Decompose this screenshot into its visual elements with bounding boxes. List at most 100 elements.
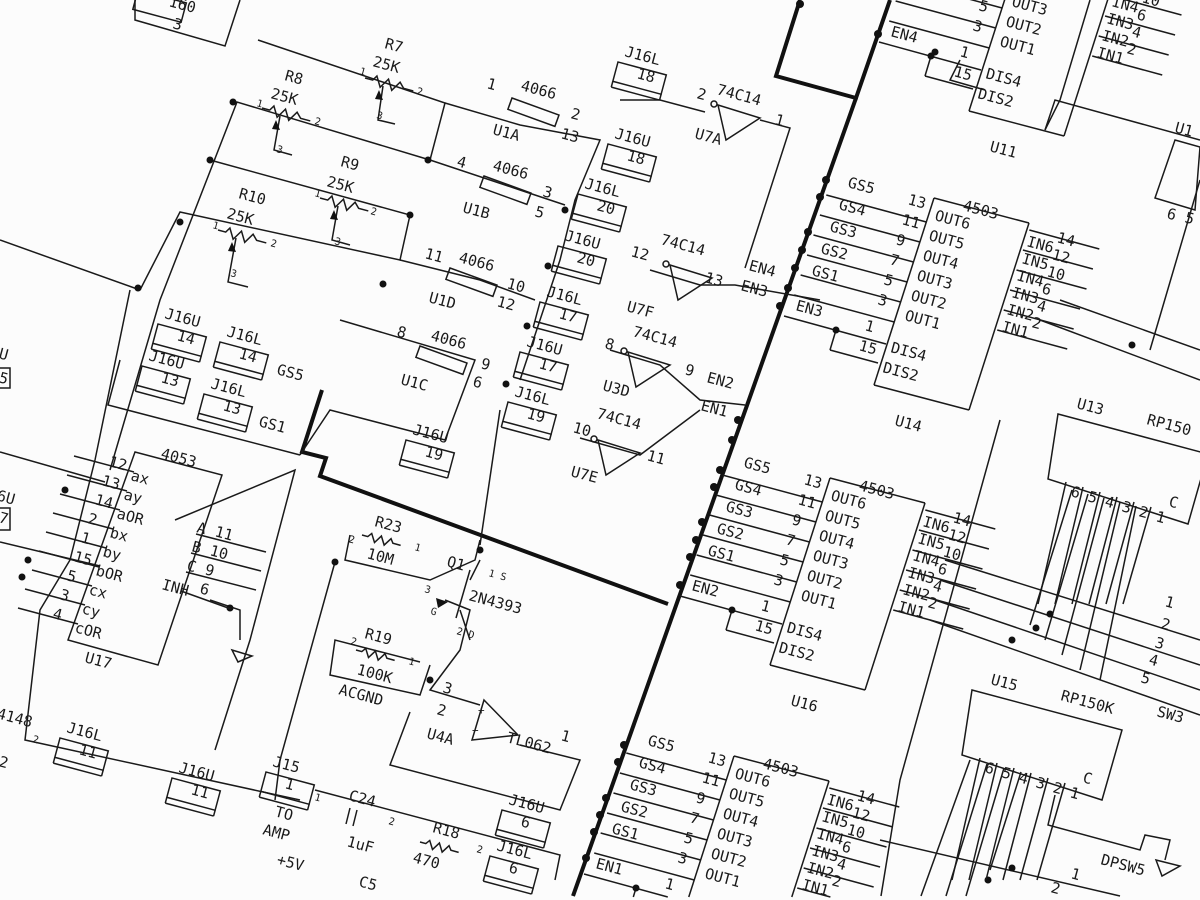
buffer-out-pin: 13	[706, 748, 728, 770]
resistor-pack-part: RP150	[1145, 410, 1193, 439]
u1a-part: 4066	[519, 76, 559, 103]
u7a-part: 74C14	[715, 80, 763, 109]
potentiometer-r10: R10 25K 1 2 3	[211, 184, 278, 288]
buffer-out-pin: 5	[682, 828, 695, 848]
u17-pin-number: 12	[107, 452, 129, 474]
connector-pin: 19	[423, 442, 445, 464]
left-partial: 6U	[0, 486, 17, 508]
sw3-line: 1	[1163, 592, 1176, 612]
net-en1: EN1	[699, 396, 730, 420]
r8-pin-1: 1	[255, 98, 264, 110]
jfet-q1: R23 10M 2 1 Q1 2N4393 1 S 3 G 2 D R19 10…	[347, 512, 524, 687]
u1c-ref: U1C	[399, 370, 430, 394]
r8-pin-2: 2	[313, 116, 322, 128]
r23-pin: 2	[347, 534, 356, 546]
buffer-out-pin: 11	[700, 768, 722, 790]
buffer-dis-pin: 15	[952, 62, 974, 84]
buffer-in-pin: 2	[830, 871, 843, 891]
r23-pin: 1	[413, 542, 422, 554]
buffer-in-pin: 6	[1135, 5, 1148, 25]
connector-pin: 14	[175, 326, 197, 348]
r10-ref: R10	[237, 184, 268, 208]
connector-pin: 20	[595, 196, 617, 218]
u7e-pin: 11	[645, 446, 667, 468]
c24-ref: C24	[347, 786, 378, 810]
buffer-out-pin: 5	[778, 550, 791, 570]
sw3-line: 2	[1159, 614, 1172, 634]
plus-icon: +	[478, 704, 485, 717]
u3d-ref: U3D	[601, 376, 632, 400]
u7e-part: 74C14	[595, 404, 643, 433]
connector-pin: 13	[221, 396, 243, 418]
left-partials: U 5 6U 7 4148 2 2	[0, 344, 40, 772]
buffer-dis-pin: 15	[753, 616, 775, 638]
u1b-ref: U1B	[461, 198, 492, 222]
buffer-enable-net: EN3	[794, 296, 825, 320]
u7f-pin: 13	[703, 268, 725, 290]
inverter-u7a: 2 74C14 1 U7A	[693, 80, 786, 148]
resistor-pack-pin: 1	[1154, 507, 1167, 527]
u1a-pin: 2	[569, 104, 582, 124]
buffer-in-pin: 6	[840, 837, 853, 857]
connector-pin: 11	[77, 740, 99, 762]
buffer-net-label: GS5	[742, 453, 773, 477]
buffer-out-pin: 11	[796, 490, 818, 512]
u3d-pin: 9	[683, 360, 696, 380]
u7a-ref: U7A	[693, 124, 724, 148]
buffer-in-pin: 12	[1050, 245, 1072, 267]
u17-pin-name: by	[101, 542, 123, 564]
buffer-in-pin: 12	[850, 803, 872, 825]
resistor-pack-pin: 5	[1086, 487, 1099, 507]
u17-pin-name: cy	[80, 599, 102, 621]
left-partial: U	[0, 344, 10, 364]
buffer-in-pin: 10	[1140, 0, 1162, 11]
r8-ref: R8	[283, 66, 305, 88]
buffer-in-pin: 2	[1125, 39, 1138, 59]
dpsw5-line: 2	[1049, 878, 1062, 898]
buffer-in-pin: 2	[1030, 313, 1043, 333]
buffer-dis-pin: 1	[663, 874, 676, 894]
buffer-out-pin: 5	[882, 270, 895, 290]
u17-pin-number: 13	[100, 471, 122, 493]
u17-pin-number: 6	[198, 579, 211, 599]
u17-pin-number: 4	[51, 604, 64, 624]
r9-ref: R9	[339, 152, 361, 174]
buffer-net-label: GS5	[846, 173, 877, 197]
mux-u17: 4053 U17 12ax13ay14aOR2bx1by15bOR5cx3cy4…	[17, 444, 267, 673]
r19-pin: 1	[407, 656, 416, 668]
connector-pin: 17	[537, 354, 559, 376]
sw3-line: 3	[1153, 633, 1166, 653]
gate-arrow-icon	[436, 598, 448, 608]
resistor-pack-pin: 2	[1137, 502, 1150, 522]
data-bus	[299, 0, 892, 897]
resistor-pack-ref: U15	[989, 670, 1020, 694]
buffer-dis-pin: 1	[958, 42, 971, 62]
net-labels: GS5 GS1 EN4 EN3 EN2 EN1 ACGND TO AMP +5V	[257, 256, 778, 874]
schmitt-inverter-icon	[668, 263, 714, 302]
net-en2: EN2	[705, 368, 736, 392]
u4a-pin: 1	[559, 726, 572, 746]
u1d-pin: 10	[505, 274, 527, 296]
u7a-pin: 1	[773, 110, 786, 130]
buffer-in-pin: 6	[936, 559, 949, 579]
u7a-pin: 2	[695, 84, 708, 104]
buffer-out-pin: 3	[676, 848, 689, 868]
buffer-out-pin: 3	[971, 16, 984, 36]
schmitt-inverter-icon	[716, 103, 762, 142]
u7e-pin: 10	[571, 418, 593, 440]
sw3-ref: SW3	[1155, 702, 1186, 726]
buffer-ref: U11	[988, 137, 1019, 161]
switch-u1a: 1 4066 2 13 U1A	[485, 74, 582, 146]
c24-pin: 2	[387, 816, 396, 828]
